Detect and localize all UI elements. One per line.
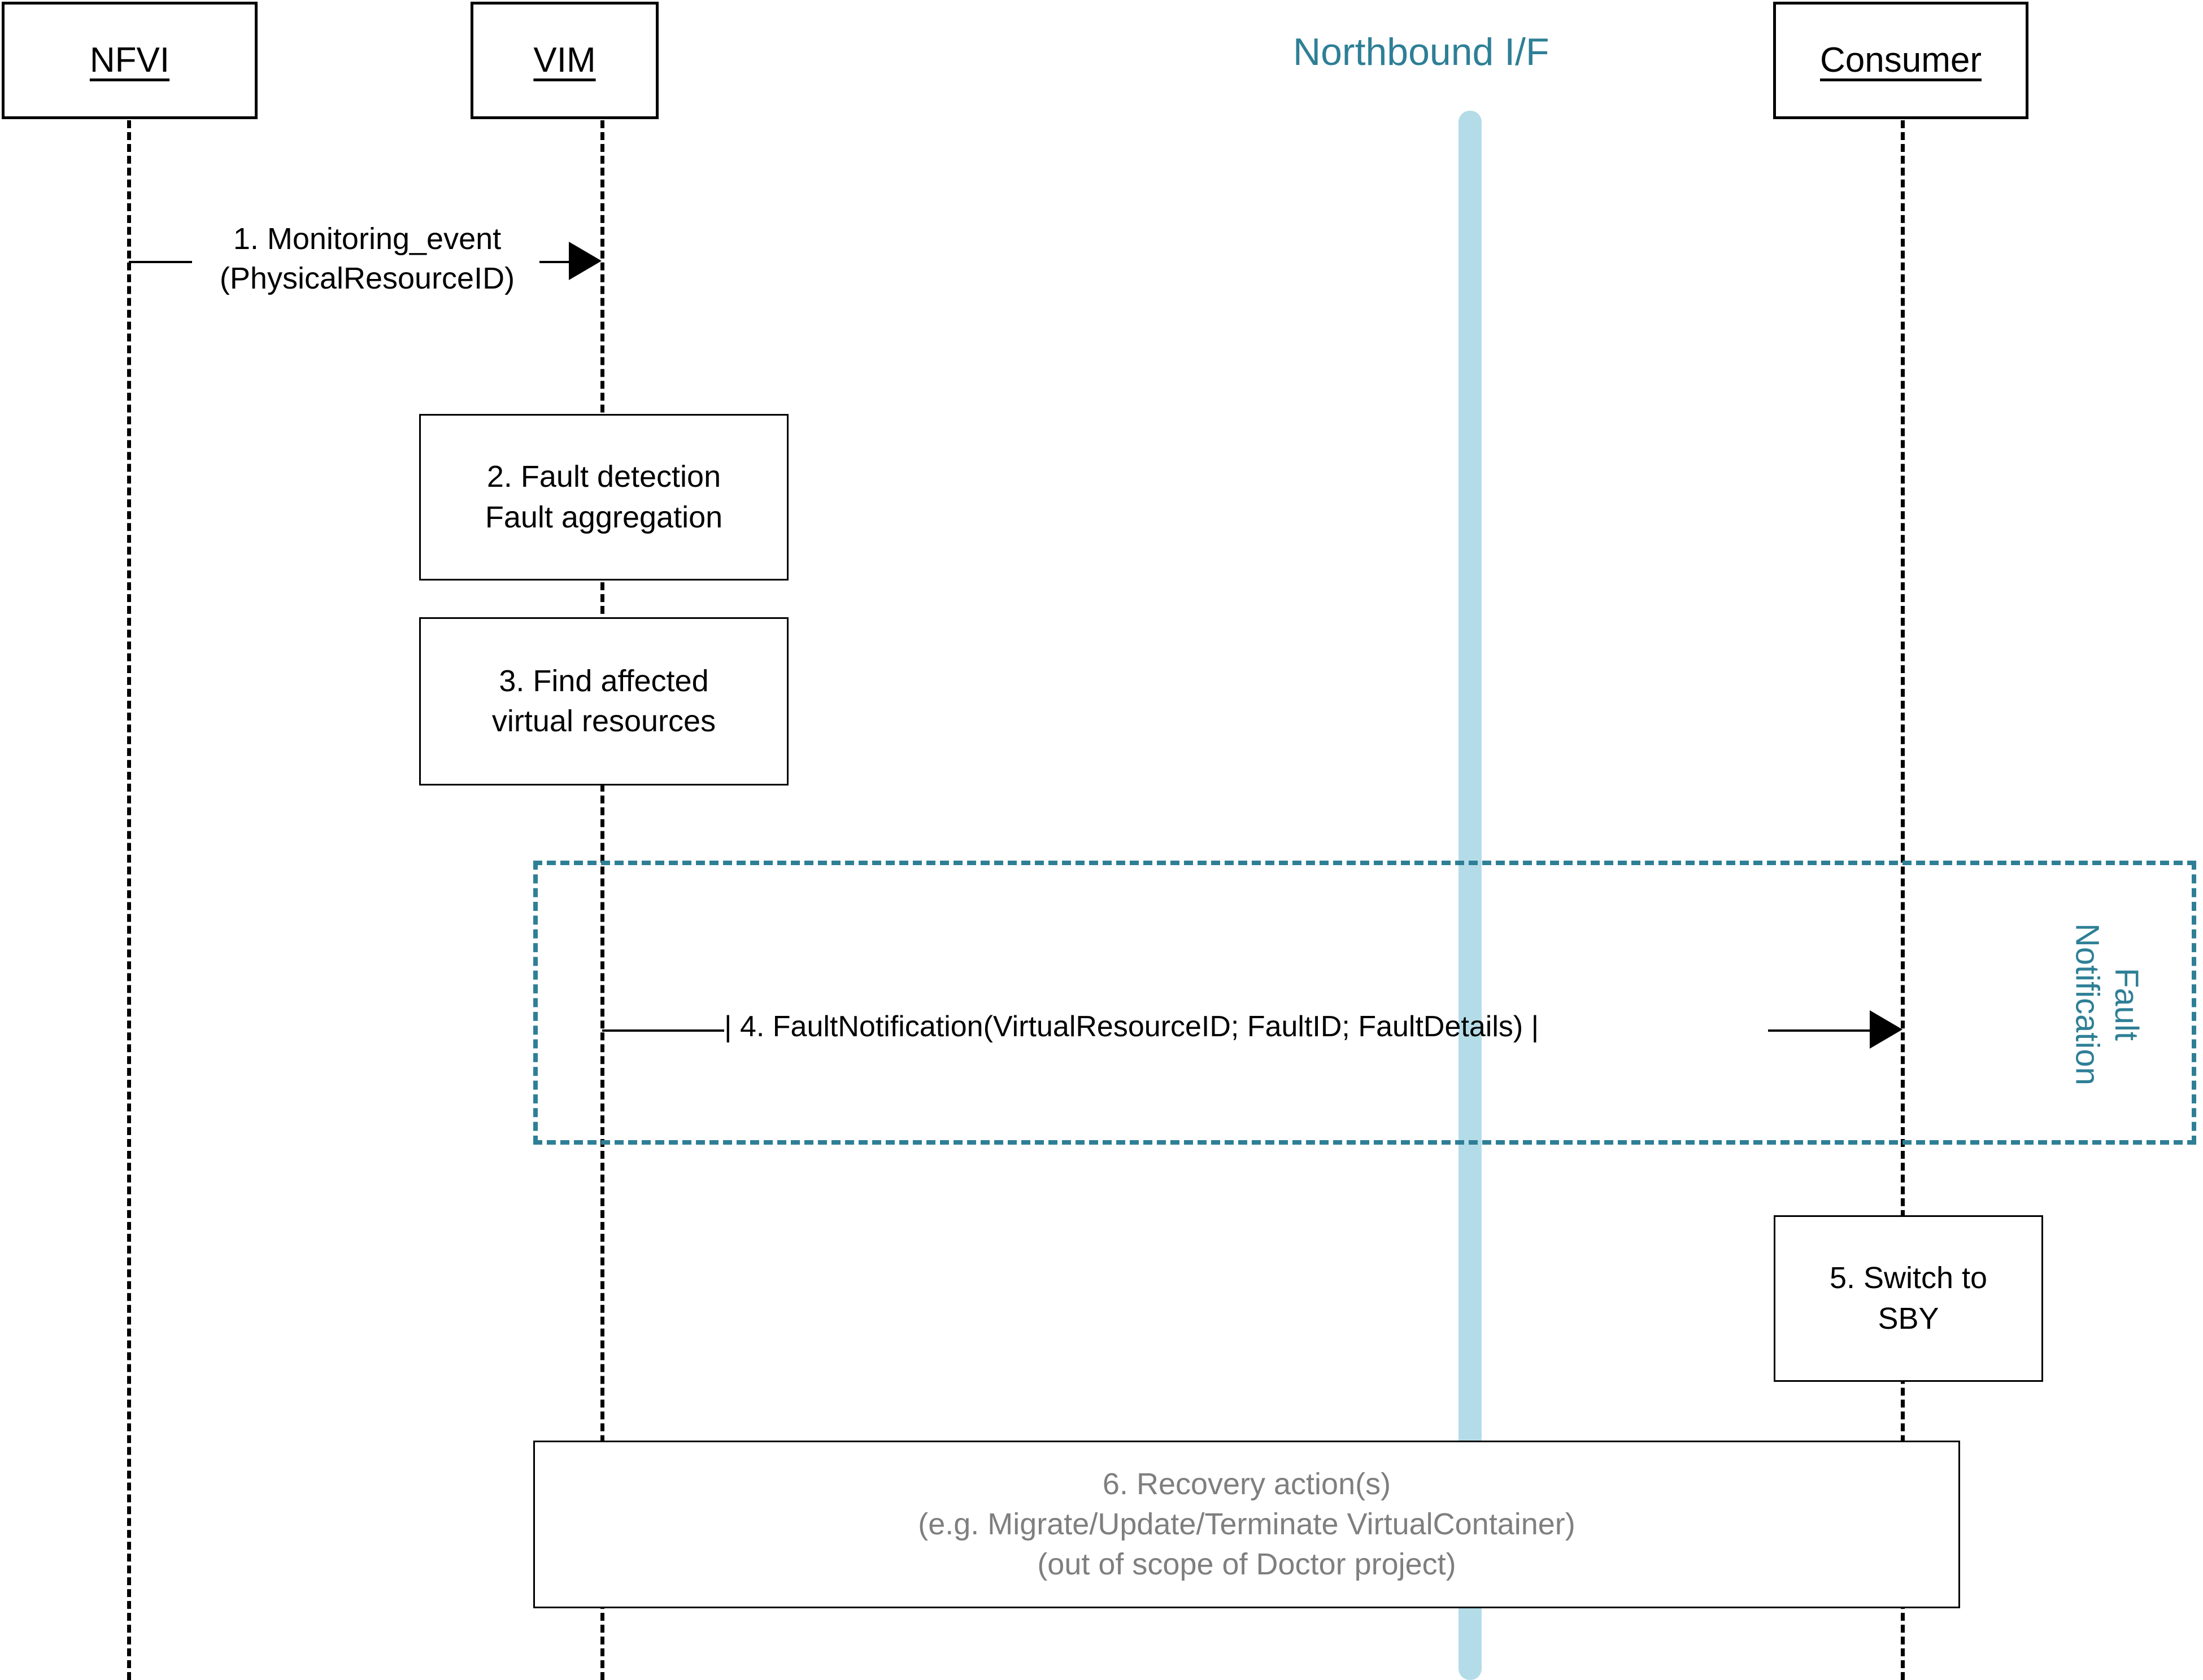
action-box-recovery-actions-line3: (out of scope of Doctor project) <box>1037 1547 1456 1582</box>
action-box-switch-to-sby-line2: SBY <box>1878 1301 1939 1336</box>
participant-consumer-label: Consumer <box>1820 41 1982 80</box>
action-box-recovery-actions-line1: 6. Recovery action(s) <box>1102 1467 1391 1501</box>
action-box-switch-to-sby-line1: 5. Switch to <box>1829 1261 1988 1295</box>
message-1-label-line2: (PhysicalResourceID) <box>219 261 515 296</box>
lifeline-nfvi <box>127 120 131 1680</box>
action-box-recovery-actions-line2: (e.g. Migrate/Update/Terminate VirtualCo… <box>918 1507 1575 1541</box>
message-1-label: 1. Monitoring_event (PhysicalResourceID) <box>192 219 542 298</box>
message-1-arrowhead <box>569 242 602 280</box>
fragment-label-line2: Notification <box>2069 923 2106 1085</box>
fault-notification-fragment <box>533 861 2196 1145</box>
participant-vim-label: VIM <box>533 41 596 80</box>
northbound-interface-title: Northbound I/F <box>1293 30 1549 73</box>
northbound-interface-bar <box>1458 111 1482 1680</box>
message-1-line-left <box>129 261 192 263</box>
message-1-label-line1: 1. Monitoring_event <box>233 222 502 256</box>
message-1-line-right <box>539 261 569 263</box>
participant-consumer[interactable]: Consumer <box>1773 2 2028 119</box>
participant-nfvi[interactable]: NFVI <box>2 2 258 119</box>
message-4-line-left <box>602 1029 724 1032</box>
participant-vim[interactable]: VIM <box>471 2 659 119</box>
fragment-label-line1: Fault <box>2108 967 2145 1041</box>
lifeline-consumer <box>1901 120 1905 1680</box>
action-box-fault-detection[interactable]: 2. Fault detection Fault aggregation <box>419 414 789 581</box>
action-box-fault-detection-line1: 2. Fault detection <box>486 460 721 494</box>
action-box-switch-to-sby[interactable]: 5. Switch to SBY <box>1774 1215 2043 1382</box>
participant-nfvi-label: NFVI <box>89 41 170 80</box>
message-4-arrowhead <box>1870 1010 1902 1049</box>
lifeline-vim <box>600 120 604 1680</box>
message-4-line-right <box>1768 1029 1870 1032</box>
action-box-fault-detection-line2: Fault aggregation <box>485 500 723 534</box>
message-4-label: | 4. FaultNotification(VirtualResourceID… <box>724 1010 1539 1043</box>
action-box-recovery-actions[interactable]: 6. Recovery action(s) (e.g. Migrate/Upda… <box>533 1441 1960 1608</box>
action-box-find-affected-resources-line1: 3. Find affected <box>499 664 709 698</box>
fault-notification-fragment-label: Fault Notification <box>2067 891 2146 1117</box>
action-box-find-affected-resources[interactable]: 3. Find affected virtual resources <box>419 617 789 786</box>
action-box-find-affected-resources-line2: virtual resources <box>491 704 716 738</box>
